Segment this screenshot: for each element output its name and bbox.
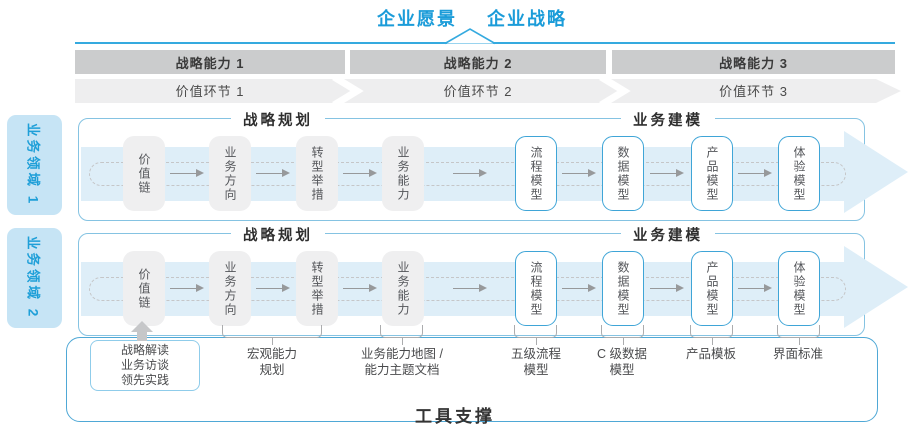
domain-1-panel: 战略规划 业务建模 价值链 业务方向 转型举措 业务能力 流程模型 数据模型 产… [78,109,908,221]
right-arrow-icon [343,168,377,177]
capability-bar-1: 战略能力 1 [75,50,345,74]
bracket [380,325,423,345]
tool-support-container [66,337,878,422]
right-arrow-icon [738,168,772,177]
right-arrow-icon [170,283,204,292]
box-value-chain: 价值链 [123,251,165,326]
dashed-lane [89,277,846,301]
bracket [601,325,644,345]
strategy-input-box: 战略解读 业务访谈 领先实践 [90,340,200,391]
flow-band-arrowhead-icon [844,246,908,328]
right-arrow-icon [562,168,596,177]
value-link-3: 价值环节 3 [719,83,788,99]
box-business-direction: 业务方向 [209,251,251,326]
domain-label-2: 业务领域 2 [7,228,62,328]
right-arrow-icon [562,283,596,292]
box-business-capability: 业务能力 [382,251,424,326]
box-process-model: 流程模型 [515,136,557,211]
box-experience-model: 体验模型 [778,136,820,211]
domain-label-1: 业务领域 1 [7,115,62,215]
planning-header: 战略规划 [231,224,325,245]
tool-support-label: 工具支撑 [415,407,495,426]
box-product-model: 产品模型 [691,251,733,326]
box-transformation: 转型举措 [296,136,338,211]
bracket [777,325,820,345]
annotation-process-model: 五级流程 模型 [510,347,562,377]
annotation-product-template: 产品模板 [685,347,737,361]
box-process-model: 流程模型 [515,251,557,326]
value-link-1: 价值环节 1 [175,83,245,99]
right-arrow-icon [650,168,684,177]
value-chain-chevron-strip [75,77,901,105]
right-arrow-icon [453,168,487,177]
right-arrow-icon [256,283,290,292]
box-product-model: 产品模型 [691,136,733,211]
modeling-header: 业务建模 [621,224,715,245]
capability-bar-3: 战略能力 3 [612,50,895,74]
box-business-capability: 业务能力 [382,136,424,211]
right-arrow-icon [343,283,377,292]
box-experience-model: 体验模型 [778,251,820,326]
vision-title: 企业愿景 [377,9,457,29]
annotation-ui-standard: 界面标准 [772,347,824,361]
capability-bar-2: 战略能力 2 [350,50,606,74]
value-link-2: 价值环节 2 [443,83,513,99]
domain-2-panel: 战略规划 业务建模 价值链 业务方向 转型举措 业务能力 流程模型 数据模型 产… [78,224,908,336]
box-value-chain: 价值链 [123,136,165,211]
right-arrow-icon [738,283,772,292]
top-titles: 企业愿景 企业战略 [377,5,567,31]
right-arrow-icon [256,168,290,177]
modeling-header: 业务建模 [621,109,715,130]
annotation-capability-map: 业务能力地图 / 能力主题文档 [361,347,443,377]
up-arrow-shaft [137,332,147,341]
up-arrow-icon [131,321,153,332]
annotation-data-model: C 级数据 模型 [596,347,648,377]
annotation-macro-capability: 宏观能力 规划 [246,347,298,377]
right-arrow-icon [453,283,487,292]
box-transformation: 转型举措 [296,251,338,326]
dashed-lane [89,162,846,186]
right-arrow-icon [650,283,684,292]
bracket [690,325,733,345]
title-caret-icon [444,28,496,45]
bracket [222,325,322,345]
box-data-model: 数据模型 [602,136,644,211]
strategy-title: 企业战略 [487,9,567,29]
planning-header: 战略规划 [231,109,325,130]
right-arrow-icon [170,168,204,177]
box-business-direction: 业务方向 [209,136,251,211]
bracket [514,325,557,345]
flow-band-arrowhead-icon [844,131,908,213]
box-data-model: 数据模型 [602,251,644,326]
